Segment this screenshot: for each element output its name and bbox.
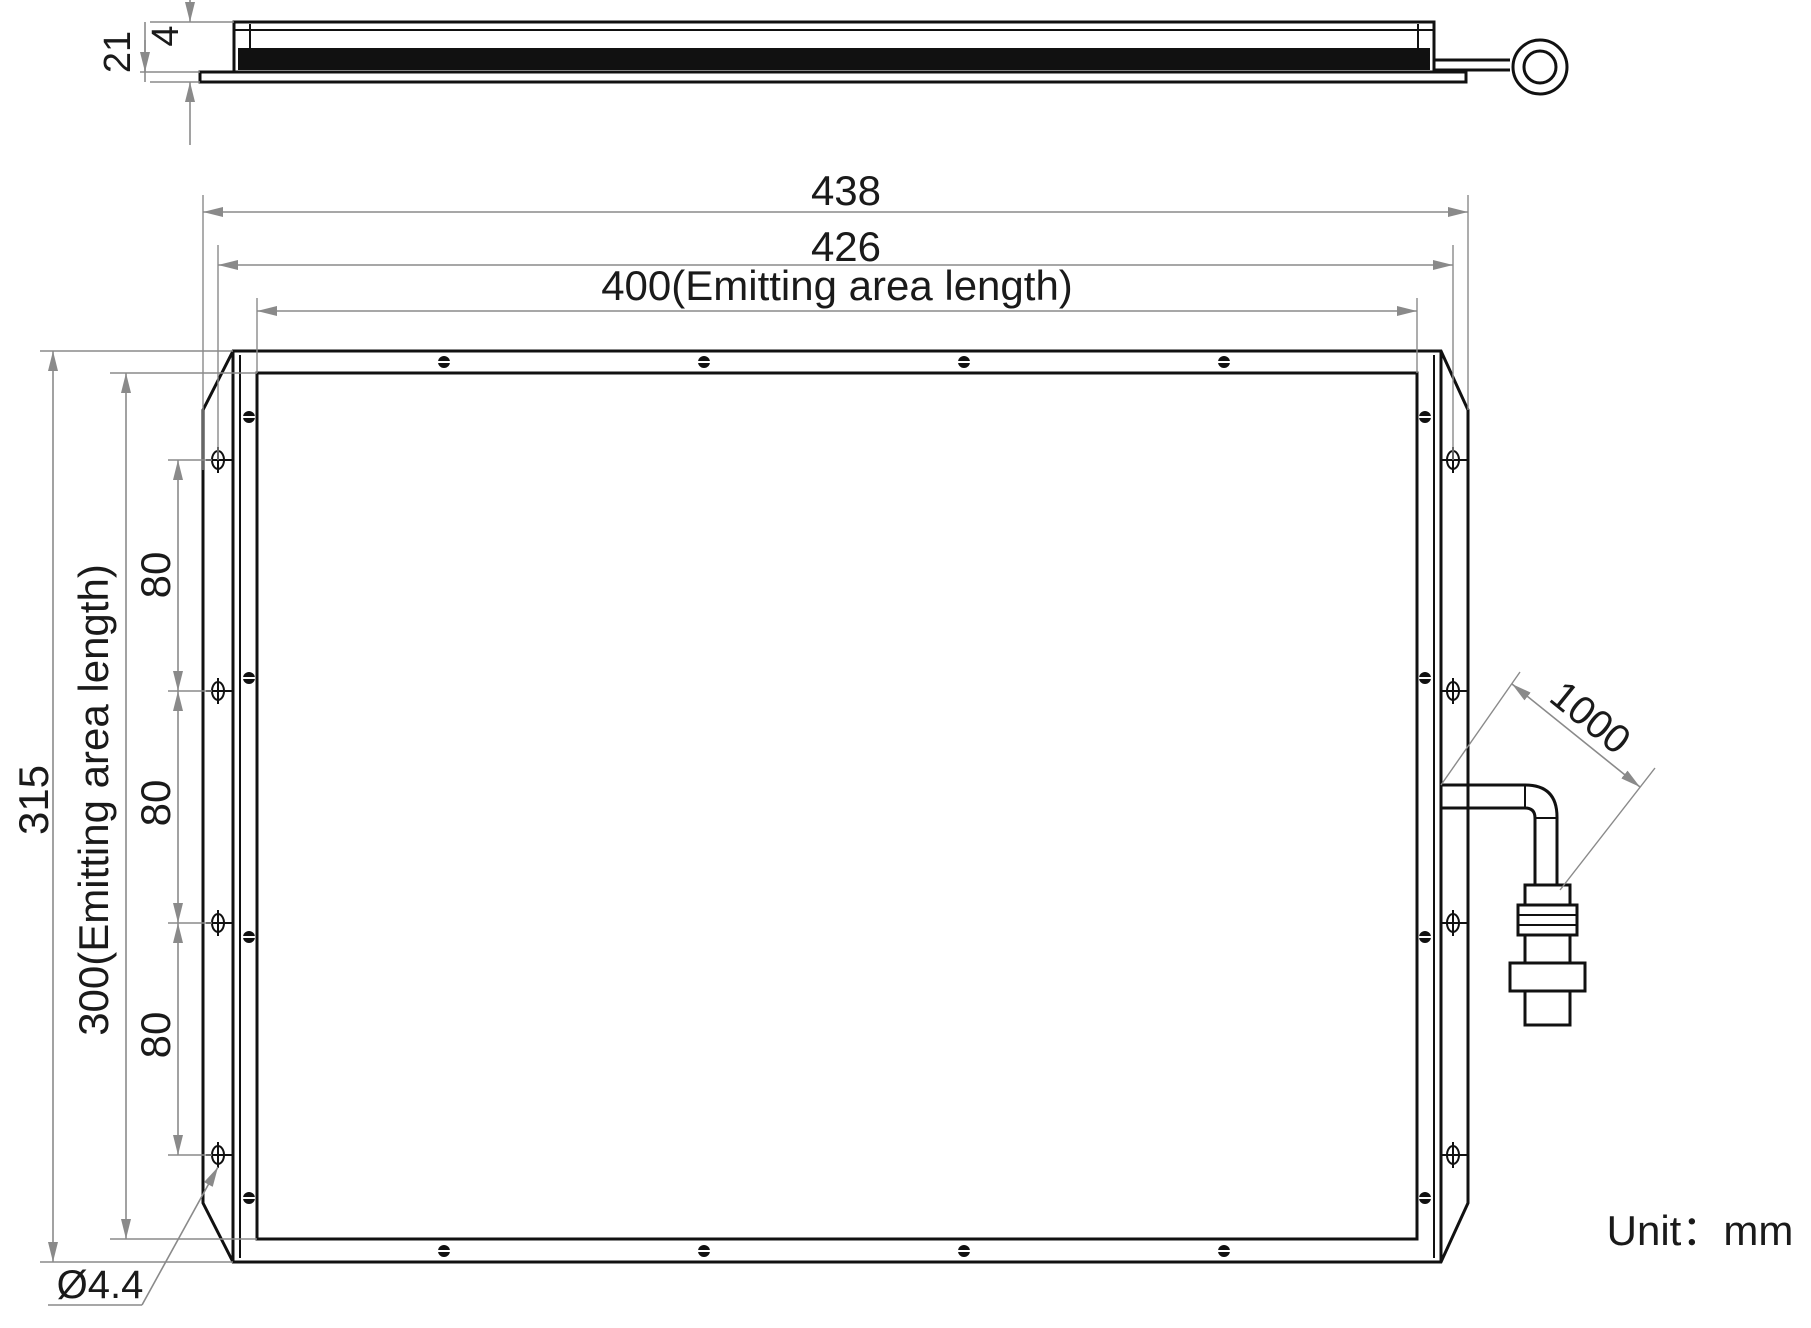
mounting-hole	[1441, 910, 1467, 936]
screw	[243, 931, 255, 943]
side-view: 21 4	[97, 0, 1569, 145]
screw	[1419, 672, 1431, 684]
screw	[698, 1245, 710, 1257]
dim-overall-width: 438	[811, 167, 881, 214]
side-view-body	[198, 20, 1468, 84]
screw	[1419, 411, 1431, 423]
front-view: 438 426 400(Emitting area length) 315 30…	[10, 167, 1656, 1307]
cable-connector-end	[1511, 38, 1569, 96]
cable-connector	[1508, 883, 1587, 1027]
screw	[1218, 356, 1230, 368]
screw	[438, 1245, 450, 1257]
frame-screws	[243, 356, 1431, 1257]
screw	[1419, 1192, 1431, 1204]
side-view-cable	[1434, 38, 1569, 96]
mounting-hole	[1441, 447, 1467, 473]
screw	[1419, 931, 1431, 943]
screw	[958, 1245, 970, 1257]
dim-overall-height: 315	[10, 765, 57, 835]
dim-hole-pitch-3: 80	[132, 1012, 179, 1059]
mounting-hole	[1441, 678, 1467, 704]
dim-height-total: 21	[97, 31, 139, 73]
dim-cable-length: 1000	[1542, 673, 1639, 763]
screw	[958, 356, 970, 368]
screw	[1218, 1245, 1230, 1257]
screw	[243, 1192, 255, 1204]
dim-hole-pitch-1: 80	[132, 552, 179, 599]
unit-note: Unit：mm	[1607, 1207, 1794, 1254]
side-view-dimensions: 21 4	[97, 0, 234, 145]
cable-assembly	[1441, 783, 1587, 1027]
screw	[698, 356, 710, 368]
dim-hole-pitch-2: 80	[132, 780, 179, 827]
dim-emitting-width: 400(Emitting area length)	[601, 262, 1073, 309]
dim-mount-width: 426	[811, 223, 881, 270]
dim-hole-diameter: Ø4.4	[57, 1263, 144, 1307]
mounting-hole	[1441, 1142, 1467, 1168]
screw	[438, 356, 450, 368]
mounting-holes	[206, 447, 1467, 1168]
dim-height-base: 4	[145, 25, 187, 46]
dim-emitting-height: 300(Emitting area length)	[70, 564, 117, 1036]
emitting-area	[255, 371, 1419, 1241]
housing-outline	[201, 349, 1470, 1264]
screw	[243, 672, 255, 684]
screw	[243, 411, 255, 423]
